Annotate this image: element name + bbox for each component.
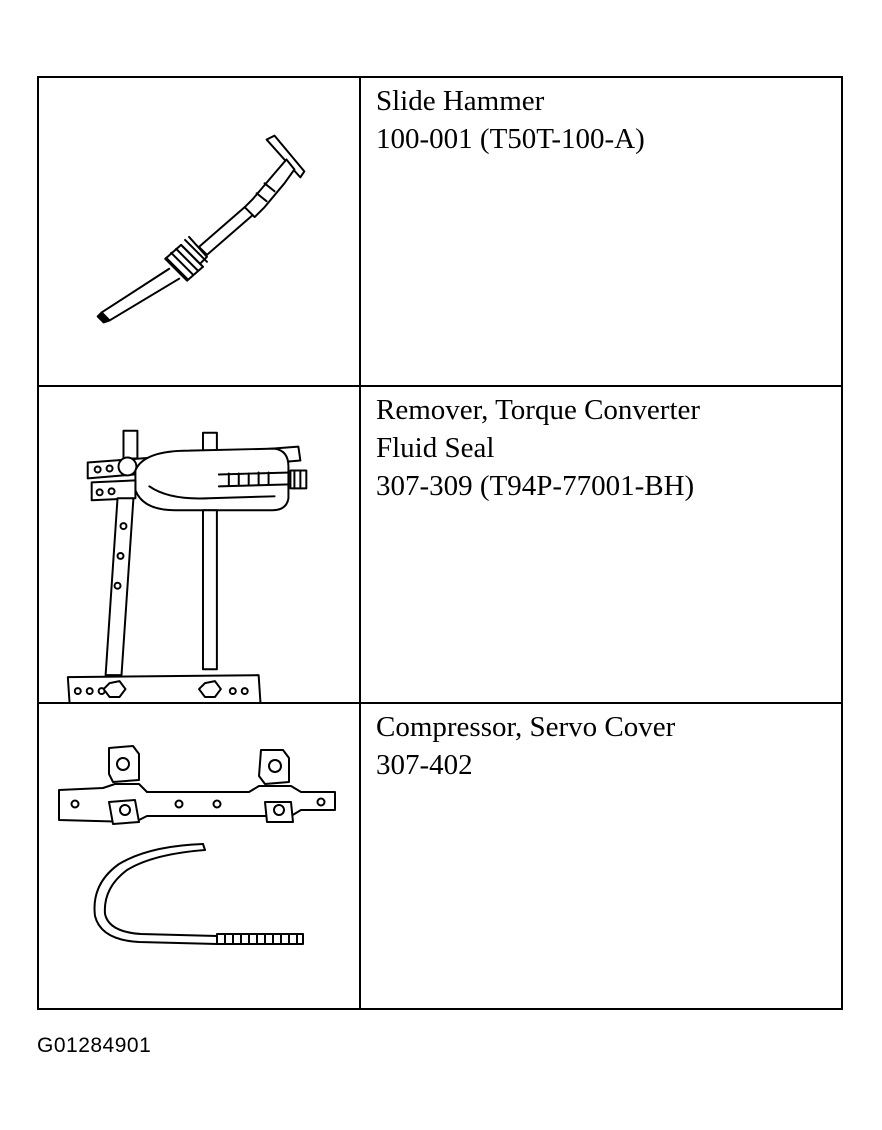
seal-remover-illustration	[66, 429, 308, 702]
tool-name-line-1: Remover, Torque Converter	[376, 394, 701, 426]
tool-name: Compressor, Servo Cover	[376, 711, 676, 743]
slide-hammer-illustration	[96, 134, 306, 324]
tool-number: 307-402	[376, 749, 473, 781]
tool-description: Remover, Torque Converter Fluid Seal 307…	[361, 387, 841, 702]
tool-number: 307-309 (T94P-77001-BH)	[376, 470, 695, 502]
special-tools-table: Slide Hammer 100-001 (T50T-100-A)	[37, 76, 843, 1010]
tool-illustration-cell	[39, 387, 361, 702]
tool-description: Compressor, Servo Cover 307-402	[361, 704, 841, 1010]
tool-number: 100-001 (T50T-100-A)	[376, 123, 645, 155]
tool-name: Slide Hammer	[376, 85, 545, 117]
tool-row-servo-compressor: Compressor, Servo Cover 307-402	[39, 704, 841, 1010]
tool-illustration-cell	[39, 78, 361, 385]
tool-row-seal-remover: Remover, Torque Converter Fluid Seal 307…	[39, 387, 841, 704]
servo-compressor-illustration	[58, 745, 336, 945]
tool-description: Slide Hammer 100-001 (T50T-100-A)	[361, 78, 841, 385]
tool-name-line-2: Fluid Seal	[376, 432, 495, 464]
tool-row-slide-hammer: Slide Hammer 100-001 (T50T-100-A)	[39, 78, 841, 387]
tool-illustration-cell	[39, 704, 361, 1010]
figure-code: G01284901	[37, 1034, 152, 1057]
